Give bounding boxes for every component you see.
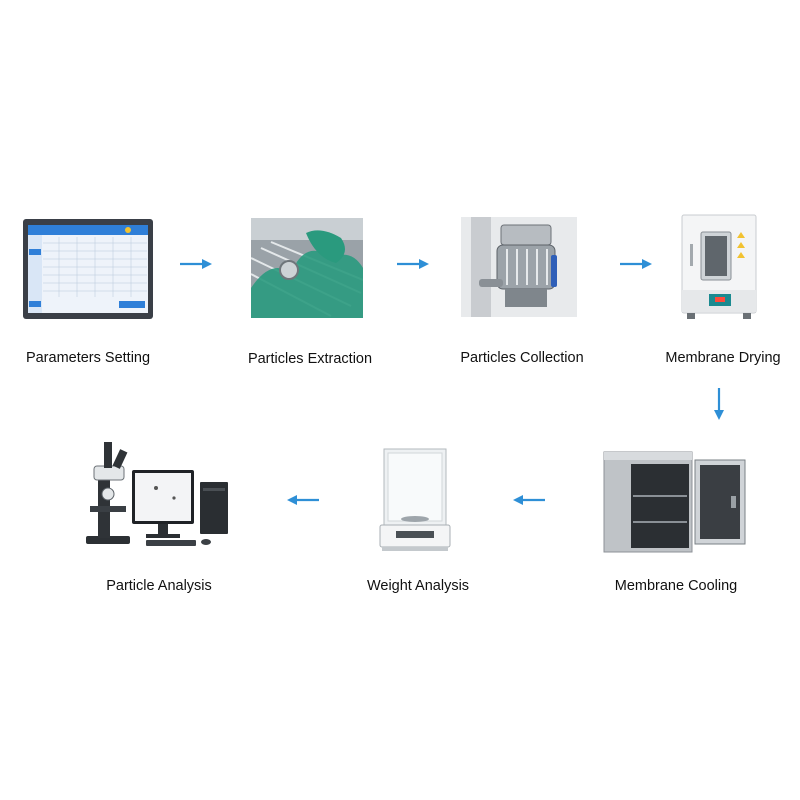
step-label: Particle Analysis	[106, 578, 212, 594]
step-label: Membrane Drying	[665, 350, 781, 366]
arrow-left-icon	[513, 495, 545, 505]
step-label: Particles Extraction	[247, 351, 373, 367]
step-label: Parameters Setting	[25, 350, 151, 366]
step-label: Particles Collection	[460, 350, 584, 366]
arrow-down-icon	[714, 388, 724, 420]
step-label: Weight Analysis	[366, 578, 470, 594]
collection-image	[461, 217, 577, 317]
arrow-left-icon	[287, 495, 319, 505]
step-label: Membrane Cooling	[614, 578, 738, 594]
cooling-cabinet-image	[603, 451, 746, 553]
balance-image	[379, 448, 451, 551]
arrow-right-icon	[397, 259, 429, 269]
extraction-image	[251, 218, 363, 318]
microscope-workstation-image	[86, 442, 228, 546]
arrow-right-icon	[620, 259, 652, 269]
tablet-image	[23, 219, 153, 319]
arrow-right-icon	[180, 259, 212, 269]
drying-oven-image	[681, 214, 757, 319]
